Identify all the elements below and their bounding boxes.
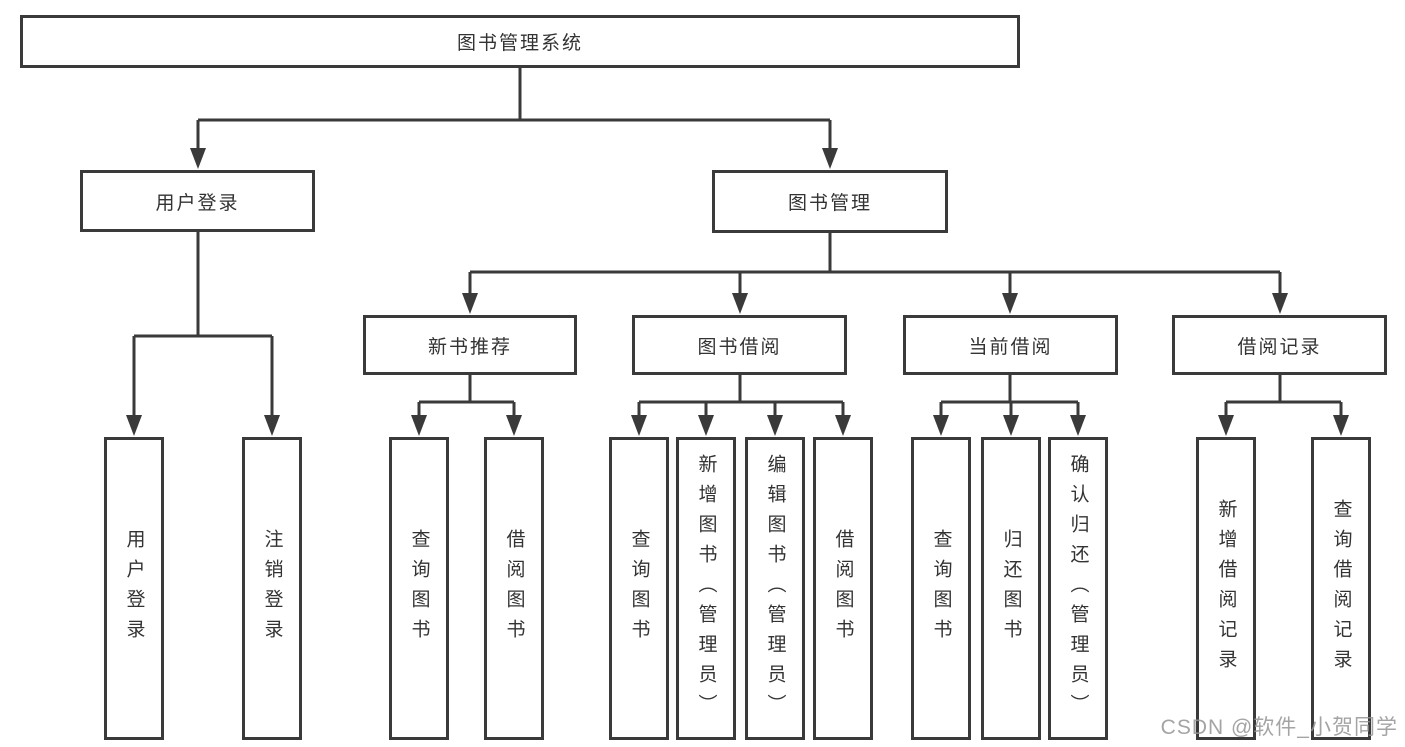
node-current-borrowing-label: 当前借阅 bbox=[968, 336, 1053, 358]
leaf-add-books-admin: 新增图书（管理员） bbox=[676, 437, 736, 740]
leaf-logout-label: 注销登录 bbox=[261, 528, 283, 649]
leaf-borrow-books-recommendation-label: 借阅图书 bbox=[503, 528, 525, 649]
leaf-user-login-label: 用户登录 bbox=[123, 528, 145, 649]
leaf-query-books-current-label: 查询图书 bbox=[930, 528, 952, 649]
node-book-borrowing: 图书借阅 bbox=[632, 315, 847, 375]
leaf-return-books-label: 归还图书 bbox=[1000, 528, 1022, 649]
leaf-query-books-borrowing: 查询图书 bbox=[609, 437, 669, 740]
leaf-query-books-recommendation-label: 查询图书 bbox=[408, 528, 430, 649]
node-book-borrowing-label: 图书借阅 bbox=[697, 336, 782, 358]
leaf-confirm-return-admin-label: 确认归还（管理员） bbox=[1067, 453, 1089, 724]
node-book-management: 图书管理 bbox=[712, 170, 948, 233]
node-current-borrowing: 当前借阅 bbox=[903, 315, 1118, 375]
leaf-query-books-current: 查询图书 bbox=[911, 437, 971, 740]
leaf-borrow-books-label: 借阅图书 bbox=[832, 528, 854, 649]
leaf-confirm-return-admin: 确认归还（管理员） bbox=[1048, 437, 1108, 740]
node-user-login: 用户登录 bbox=[80, 170, 315, 232]
leaf-edit-books-admin: 编辑图书（管理员） bbox=[745, 437, 805, 740]
arrowheads bbox=[126, 148, 1349, 436]
csdn-watermark: CSDN @软件_小贺同学 bbox=[1160, 716, 1398, 739]
leaf-edit-books-admin-label: 编辑图书（管理员） bbox=[764, 453, 786, 724]
node-new-book-recommendation-label: 新书推荐 bbox=[427, 336, 512, 358]
node-borrowing-records: 借阅记录 bbox=[1172, 315, 1387, 375]
leaf-add-borrow-record: 新增借阅记录 bbox=[1196, 437, 1256, 740]
node-book-management-label: 图书管理 bbox=[787, 193, 872, 214]
leaf-add-borrow-record-label: 新增借阅记录 bbox=[1215, 498, 1237, 679]
leaf-logout: 注销登录 bbox=[242, 437, 302, 740]
leaf-query-books-recommendation: 查询图书 bbox=[389, 437, 449, 740]
node-root-label: 图书管理系统 bbox=[456, 33, 583, 54]
node-new-book-recommendation: 新书推荐 bbox=[363, 315, 577, 375]
leaf-user-login: 用户登录 bbox=[104, 437, 164, 740]
leaf-add-books-admin-label: 新增图书（管理员） bbox=[695, 453, 717, 724]
leaf-return-books: 归还图书 bbox=[981, 437, 1041, 740]
node-user-login-label: 用户登录 bbox=[155, 192, 240, 214]
node-root: 图书管理系统 bbox=[20, 15, 1020, 68]
leaf-borrow-books-recommendation: 借阅图书 bbox=[484, 437, 544, 740]
leaf-query-borrow-record: 查询借阅记录 bbox=[1311, 437, 1371, 740]
leaf-query-borrow-record-label: 查询借阅记录 bbox=[1330, 498, 1352, 679]
leaf-query-books-borrowing-label: 查询图书 bbox=[628, 528, 650, 649]
node-borrowing-records-label: 借阅记录 bbox=[1237, 336, 1322, 358]
leaf-borrow-books: 借阅图书 bbox=[813, 437, 873, 740]
